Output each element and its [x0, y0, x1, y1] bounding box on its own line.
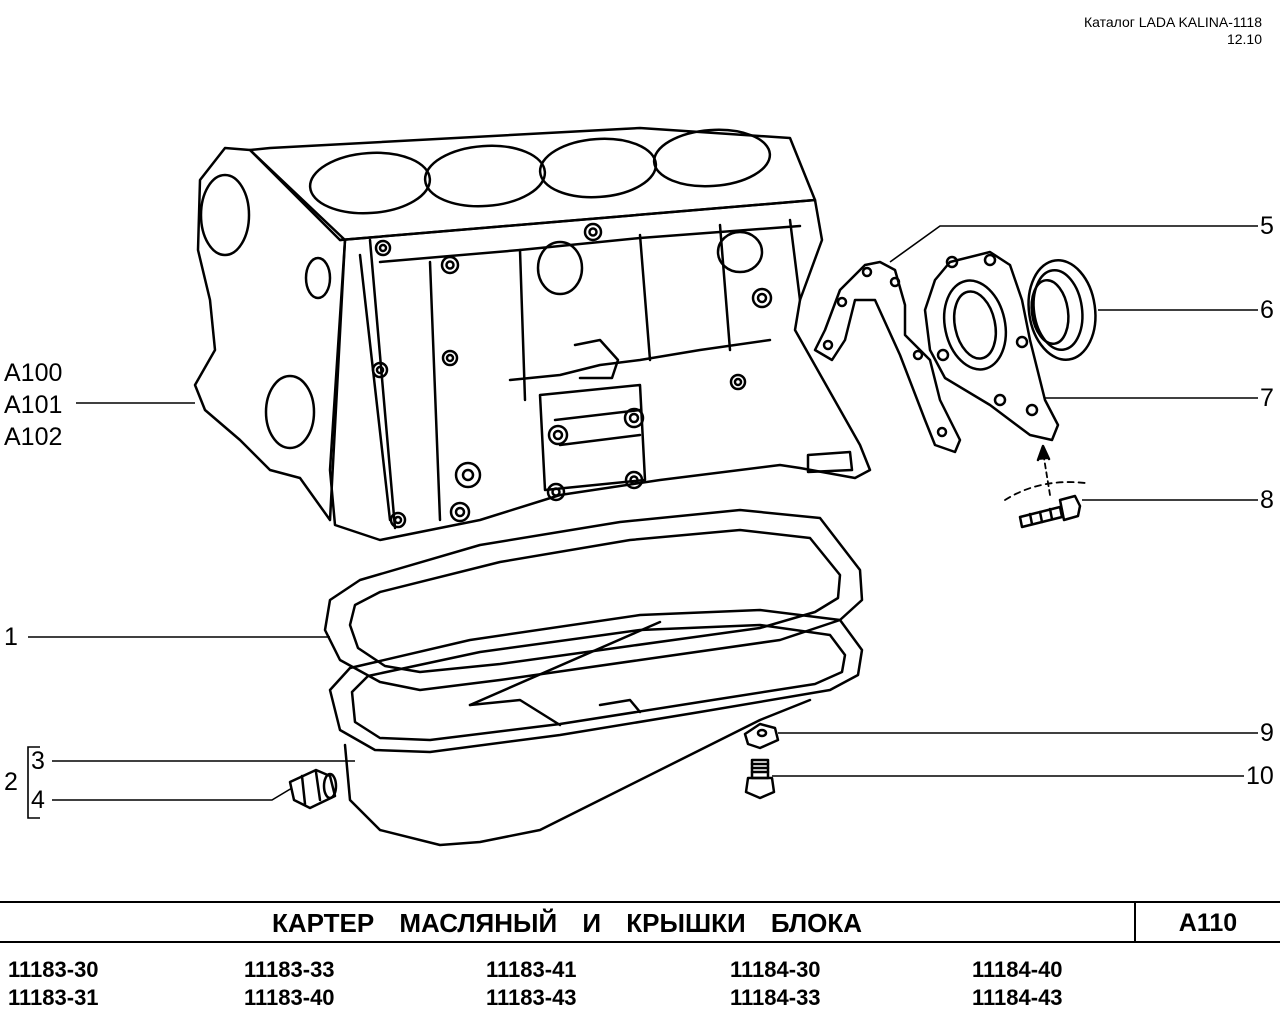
callout-6: 6	[1260, 296, 1274, 324]
callout-10: 10	[1246, 762, 1274, 790]
callout-9: 9	[1260, 719, 1274, 747]
oil-pan-drawing	[328, 608, 864, 847]
parts-drawing	[27, 126, 1258, 847]
callout-2: 2	[4, 768, 18, 796]
callout-8: 8	[1260, 486, 1274, 514]
section-code: A110	[1178, 909, 1238, 937]
model-code: 11184-40	[972, 957, 1063, 982]
callout-5: 5	[1260, 212, 1274, 240]
model-code: 11184-33	[730, 985, 821, 1010]
callout-a102: A102	[4, 423, 63, 451]
model-code: 11183-30	[8, 957, 99, 982]
engine-block-drawing	[193, 126, 872, 542]
callout-a101: A101	[4, 391, 63, 419]
catalog-title: Каталог LADA KALINA-1118	[1083, 14, 1262, 30]
catalog-header: Каталог LADA KALINA-1118 12.10	[1084, 14, 1262, 48]
model-code: 11183-31	[8, 985, 99, 1010]
model-code: 11183-41	[486, 957, 577, 982]
washer-drawing	[743, 722, 780, 750]
model-code: 11184-30	[730, 957, 821, 982]
title-bar: КАРТЕР МАСЛЯНЫЙ И КРЫШКИ БЛОКА A110	[0, 901, 1280, 943]
model-column: 11183-41 11183-43	[486, 956, 577, 1012]
callout-4: 4	[31, 786, 45, 814]
rear-cover-drawing	[923, 250, 1060, 442]
model-code: 11184-43	[972, 985, 1063, 1010]
callout-1: 1	[4, 623, 18, 651]
callout-3: 3	[31, 747, 45, 775]
page-title: КАРТЕР МАСЛЯНЫЙ И КРЫШКИ БЛОКА	[271, 908, 863, 938]
title-divider	[1134, 903, 1136, 941]
catalog-date: 12.10	[1226, 31, 1262, 47]
model-code: 11183-40	[244, 985, 335, 1010]
model-code: 11183-33	[244, 957, 335, 982]
model-column: 11184-30 11184-33	[730, 956, 821, 1012]
oil-seal-drawing	[1027, 259, 1097, 361]
cover-bolt-drawing	[1004, 444, 1086, 529]
callout-a100: A100	[4, 359, 63, 387]
model-column: 11184-40 11184-43	[972, 956, 1063, 1012]
model-code: 11183-43	[486, 985, 577, 1010]
callout-7: 7	[1260, 384, 1274, 412]
leader-lines	[27, 225, 1258, 819]
drain-plug-drawing	[288, 768, 338, 810]
model-column: 11183-30 11183-31	[8, 956, 99, 1012]
pan-bolt-drawing	[744, 758, 776, 800]
oil-pan-gasket-drawing	[323, 508, 864, 692]
rear-cover-gasket-drawing	[813, 260, 962, 454]
model-column: 11183-33 11183-40	[244, 956, 335, 1012]
